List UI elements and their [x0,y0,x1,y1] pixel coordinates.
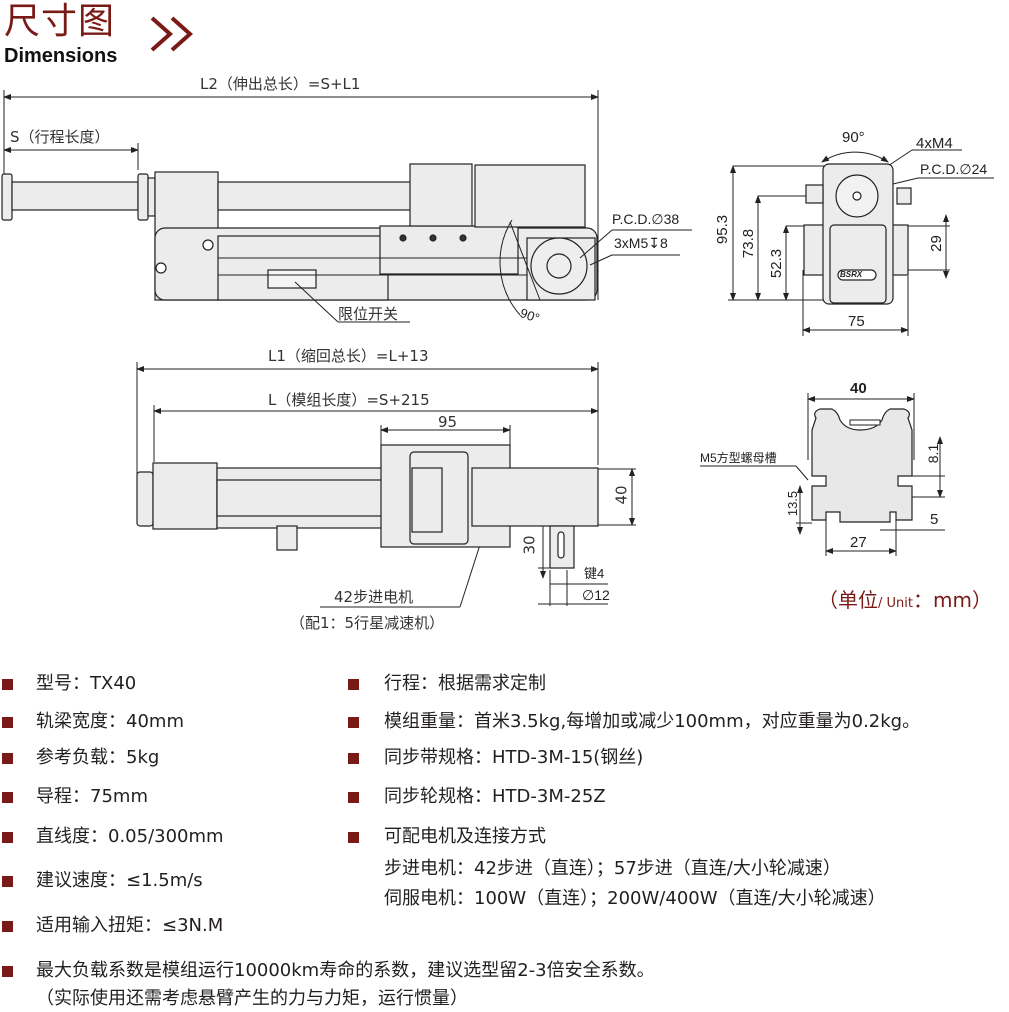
top-view-drawing [1,163,598,301]
bullet-icon [2,921,13,932]
dim-27: 27 [850,534,867,551]
spec-load: 参考负载：5kg [36,747,160,768]
spec-weight: 模组重量：首米3.5kg,每增加或减少100mm，对应重量为0.2kg。 [384,711,921,732]
profile-cross-section [811,408,913,523]
spec-lead: 导程：75mm [36,786,148,807]
shaft-dia-label: ∅12 [582,587,610,603]
profile-width-label: 40 [850,380,867,397]
dim-8-1: 8.1 [925,443,942,464]
height-29: 29 [927,235,945,252]
spec-stroke: 行程：根据需求定制 [384,673,546,694]
width-75: 75 [848,313,865,330]
height-95-3: 95.3 [714,214,732,245]
spec-straightness: 直线度：0.05/300mm [36,826,224,847]
side-view-drawing [136,444,599,569]
spec-stepper-motor: 步进电机：42步进（直连）；57步进（直连/大小轮减速） [384,858,841,879]
section-title-en: Dimensions [4,45,118,67]
double-chevron-right-icon [148,14,204,58]
pcd24-label: P.C.D.∅24 [920,161,988,177]
height-73-8: 73.8 [740,228,758,259]
bullet-icon [2,966,13,977]
l2-dimension-label: L2（伸出总长）=S+L1 [200,75,361,93]
unit-suffix: ：mm） [912,588,992,612]
footer-note-line2: （实际使用还需考虑悬臂产生的力与力矩，运行惯量） [36,988,468,1009]
spec-motor-options: 可配电机及连接方式 [384,826,546,847]
pcd38-label: P.C.D.∅38 [612,211,680,227]
limit-switch-label: 限位开关 [338,305,399,323]
spec-servo-motor: 伺服电机：100W（直连）；200W/400W（直连/大小轮减速） [384,888,886,909]
motor-label: 42步进电机 [334,588,414,606]
bullet-icon [2,753,13,764]
bullet-icon [2,717,13,728]
bullet-icon [348,717,359,728]
dim-5: 5 [930,511,939,528]
spec-speed: 建议速度：≤1.5m/s [36,870,203,891]
unit-note: （单位/ Unit：mm） [818,584,992,613]
height-52-3: 52.3 [768,248,786,279]
hole-spec-label: 3xM5↧8 [614,235,668,251]
m4-hole-label: 4xM4 [916,135,953,152]
dim-13-5: 13.5 [785,490,801,517]
l-dimension-label: L（模组长度）=S+215 [268,391,430,409]
bullet-icon [2,679,13,690]
reducer-label: （配1：5行星减速机） [290,614,445,632]
bullet-icon [348,679,359,690]
bullet-icon [2,876,13,887]
bullet-icon [348,792,359,803]
bullet-icon [348,753,359,764]
end-view-drawing [803,163,912,305]
spec-torque: 适用输入扭矩：≤3N.M [36,915,224,936]
spec-pulley: 同步轮规格：HTD-3M-25Z [384,786,606,807]
spec-belt: 同步带规格：HTD-3M-15(钢丝) [384,747,644,768]
carriage-width-label: 95 [438,413,458,431]
footer-note-line1: 最大负载系数是模组运行10000km寿命的系数，建议选型留2-3倍安全系数。 [36,960,655,981]
bullet-icon [348,832,359,843]
section-title-cn: 尺寸图 [4,1,116,42]
s-dimension-label: S（行程长度） [10,128,110,146]
unit-en: / Unit [878,596,913,611]
end-angle-label: 90° [842,129,865,146]
spec-rail-width: 轨梁宽度：40mm [36,711,184,732]
bullet-icon [2,832,13,843]
shaft-length-label: 30 [520,535,539,555]
unit-prefix: （单位 [818,588,878,612]
l1-dimension-label: L1（缩回总长）=L+13 [268,347,429,365]
slot-label: M5方型螺母槽 [700,451,777,465]
spec-model: 型号：TX40 [36,673,137,694]
side-height-label: 40 [612,485,631,505]
key-label: 键4 [584,566,605,581]
brand-logo: BSRX [840,270,863,279]
bullet-icon [2,792,13,803]
